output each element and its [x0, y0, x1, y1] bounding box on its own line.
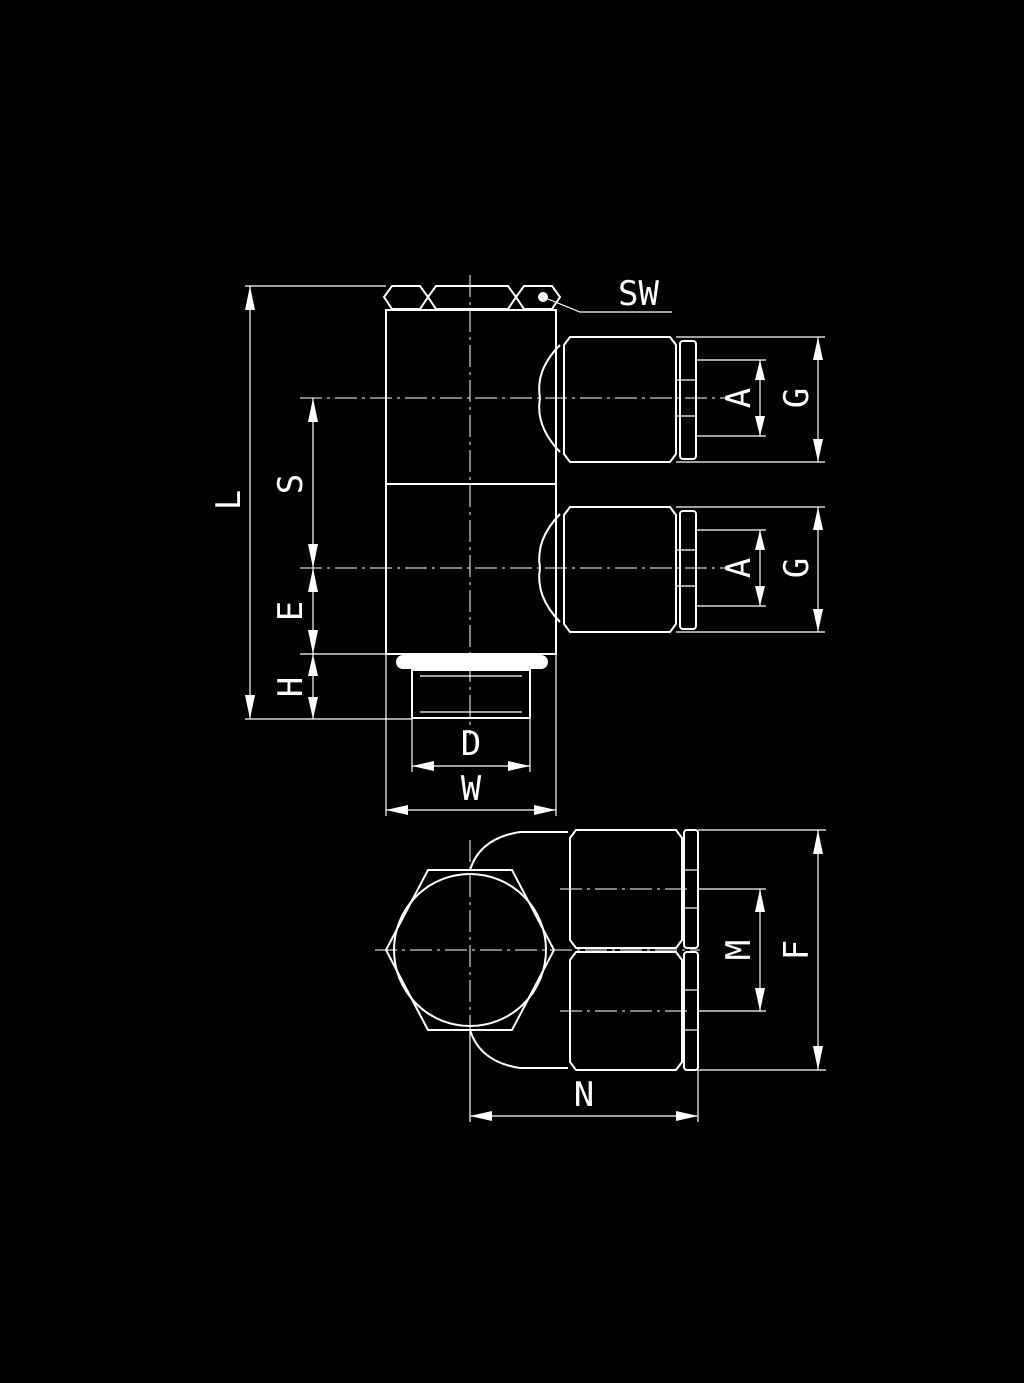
label-d: D: [461, 724, 481, 764]
label-sw: SW: [618, 274, 659, 314]
label-g-lower: G: [777, 558, 817, 578]
body-upper: [385, 309, 557, 485]
outlet-2-body: [563, 506, 677, 633]
outlet-1-body: [563, 336, 677, 463]
label-g-upper: G: [777, 388, 817, 408]
label-l: L: [209, 490, 249, 510]
label-e: E: [271, 601, 311, 621]
seal-ring: [396, 655, 548, 669]
outlet-top: [569, 829, 683, 949]
label-n: N: [574, 1075, 594, 1115]
hex-nut: [382, 285, 562, 310]
outlet-bottom: [569, 951, 683, 1071]
label-w: W: [461, 769, 482, 809]
front-dimensions: [245, 285, 825, 816]
thread: [411, 669, 531, 719]
outlet-1-collet: [679, 340, 697, 460]
front-view: [300, 275, 730, 735]
label-a-lower: A: [719, 558, 759, 578]
label-h: H: [271, 677, 311, 697]
body-lower: [385, 483, 557, 655]
label-a-upper: A: [719, 388, 759, 408]
bottom-view: [375, 829, 700, 1120]
label-s: S: [271, 474, 311, 494]
label-f: F: [777, 940, 817, 960]
bottom-dimensions: [469, 829, 826, 1122]
outlet-2-collet: [679, 510, 697, 630]
label-m: M: [719, 940, 759, 960]
